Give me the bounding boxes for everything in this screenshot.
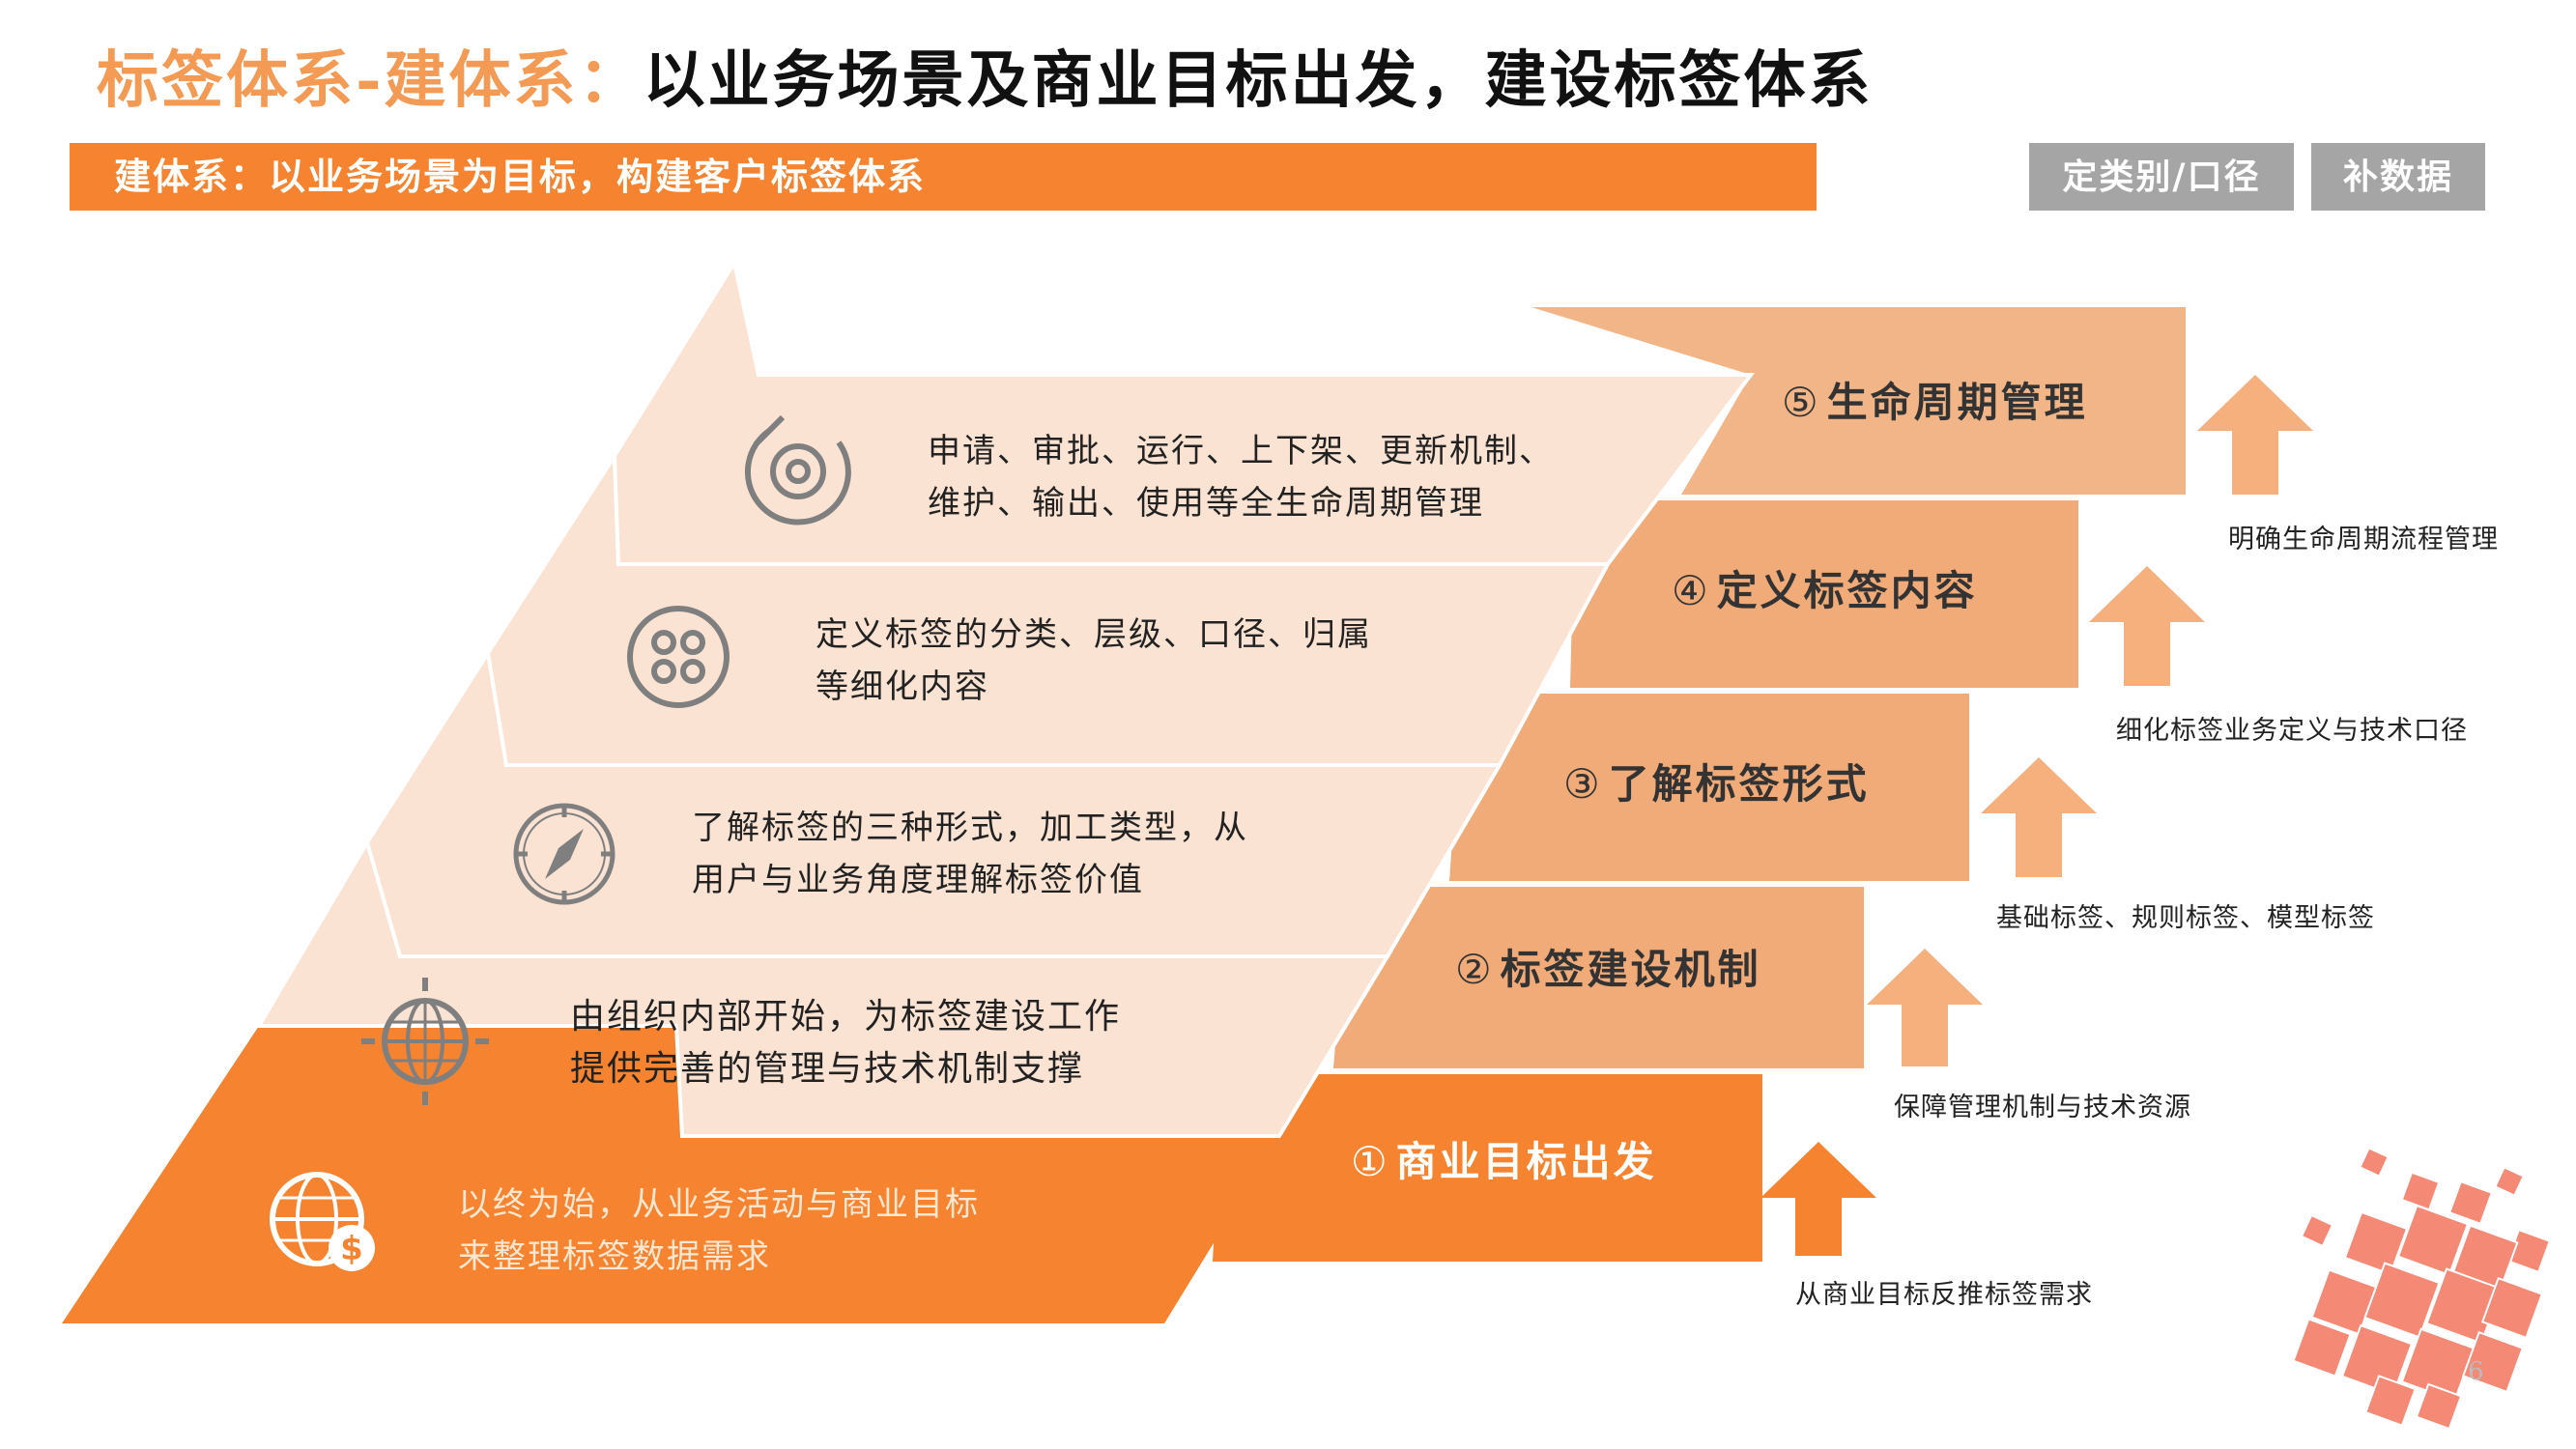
layer-desc-1: 以终为始，从业务活动与商业目标 来整理标签数据需求 [458,1185,980,1276]
step-note-1: 从商业目标反推标签需求 [1795,1280,2093,1310]
layer-desc-3: 了解标签的三种形式，加工类型，从 用户与业务角度理解标签价值 [692,809,1248,899]
step-note-2: 保障管理机制与技术资源 [1894,1093,2191,1122]
step-note-4: 细化标签业务定义与技术口径 [2116,716,2468,746]
step-box-2 [1333,887,1864,1068]
step-box-4 [1570,500,2078,688]
step-box-3 [1449,694,1969,881]
title-prefix: 标签体系-建体系： [97,44,644,117]
gear-cycle-icon [744,414,851,526]
layer-desc-4: 定义标签的分类、层级、口径、归属 等细化内容 [816,615,1372,706]
decorative-cubes [2292,1147,2552,1431]
layer-panel-5 [612,257,1756,566]
page-title: 标签体系-建体系：以业务场景及商业目标出发，建设标签体系 [97,31,1874,120]
step-box-1 [1213,1074,1762,1262]
globe-crosshair-icon [361,978,489,1105]
layer-desc-5: 申请、审批、运行、上下架、更新机制、 维护、输出、使用等全生命周期管理 [928,432,1554,523]
title-main: 以业务场景及商业目标出发，建设标签体系 [643,44,1874,117]
page-number: 6 [2468,1357,2484,1386]
step-note-5: 明确生命周期流程管理 [2228,525,2499,554]
up-arrow-icon [2089,566,2205,686]
banner-bar: 建体系：以业务场景为目标，构建客户标签体系 [70,143,1817,211]
supplement-data-button[interactable]: 补数据 [2311,143,2485,211]
up-arrow-icon [2197,375,2313,495]
globe-dollar-icon: $ [270,1172,375,1271]
up-arrow-icon [1867,949,1983,1066]
up-arrow-icon [1981,757,2097,877]
step-box-5 [1531,307,2186,495]
apps-icon [627,606,730,708]
step-note-3: 基础标签、规则标签、模型标签 [1996,903,2375,933]
svg-text:$: $ [340,1230,363,1268]
layer-desc-2: 由组织内部开始，为标签建设工作 提供完善的管理与技术机制支撑 [570,997,1122,1089]
up-arrow-icon [1760,1142,1876,1256]
compass-icon [513,803,615,905]
define-category-button[interactable]: 定类别/口径 [2029,143,2294,211]
